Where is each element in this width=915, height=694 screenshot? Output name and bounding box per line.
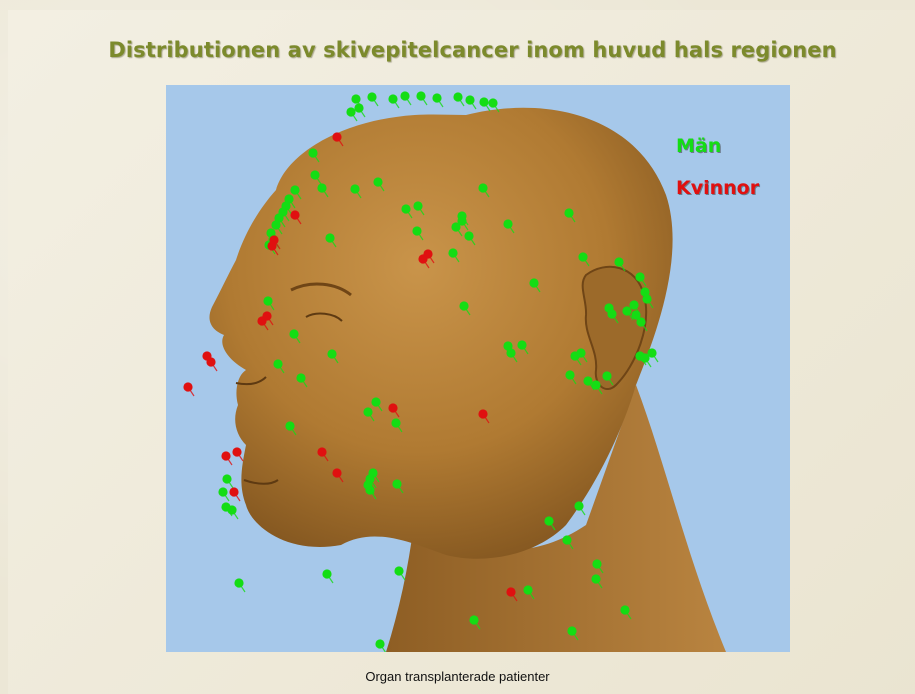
marker-men [375, 639, 386, 652]
legend-women: Kvinnor [676, 177, 759, 199]
marker-men [465, 95, 476, 109]
marker-men [388, 94, 399, 108]
figure-caption: Organ transplanterade patienter [0, 669, 915, 684]
marker-men [453, 92, 464, 106]
marker-men [432, 93, 443, 107]
marker-men [218, 487, 229, 501]
marker-men [574, 501, 585, 515]
marker-men [322, 569, 333, 583]
marker-men [479, 97, 490, 111]
marker-men [354, 103, 365, 117]
marker-men [416, 91, 427, 105]
marker-men [400, 91, 411, 105]
marker-men [234, 578, 245, 592]
head-illustration [166, 85, 790, 652]
marker-men [222, 474, 233, 488]
marker-women [229, 487, 240, 501]
marker-men [394, 566, 405, 580]
slide-title: Distributionen av skivepitelcancer inom … [0, 38, 915, 62]
figure-panel: Män Kvinnor [166, 85, 790, 652]
marker-men [367, 92, 378, 106]
legend-men: Män [676, 135, 721, 157]
marker-women [183, 382, 194, 396]
marker-women [221, 451, 232, 465]
marker-women [232, 447, 243, 461]
